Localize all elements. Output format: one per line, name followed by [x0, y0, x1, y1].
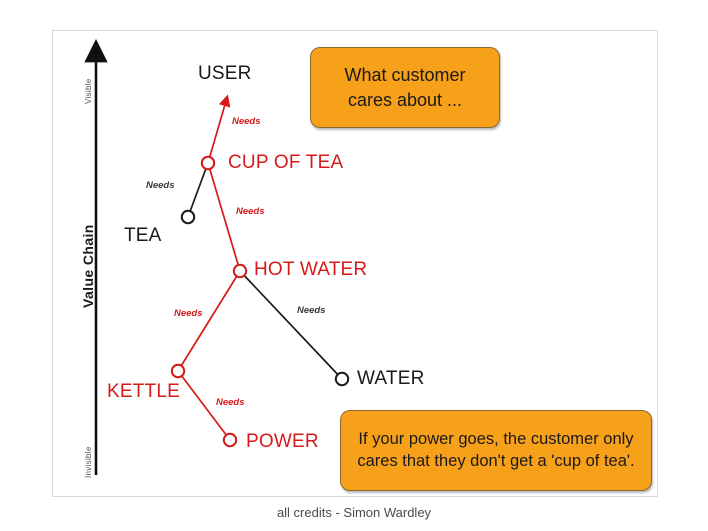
edge-label-water-hot-water: Needs: [297, 305, 326, 316]
axis-label-visible: Visible: [84, 78, 93, 104]
callout-what-customer-cares-about: What customer cares about ...: [310, 47, 500, 128]
credit-caption: all credits - Simon Wardley: [276, 505, 432, 520]
node-label-water: WATER: [357, 368, 425, 389]
edge-label-cup-of-tea-user: Needs: [232, 116, 261, 127]
node-label-hot-water: HOT WATER: [254, 259, 368, 280]
callout-power-goes: If your power goes, the customer only ca…: [340, 410, 652, 491]
axis-title-value-chain: Value Chain: [80, 224, 96, 308]
edge-label-kettle-hot-water: Needs: [174, 308, 203, 319]
axis-label-invisible: Invisible: [84, 446, 93, 478]
node-label-power: POWER: [246, 431, 319, 452]
edge-label-power-kettle: Needs: [216, 397, 245, 408]
node-label-user: USER: [198, 63, 252, 84]
node-label-kettle: KETTLE: [107, 381, 180, 402]
edge-label-tea-cup-of-tea: Needs: [146, 180, 175, 191]
node-label-cup-of-tea: CUP OF TEA: [228, 152, 344, 173]
node-label-tea: TEA: [124, 225, 162, 246]
edge-label-hot-water-cup-of-tea: Needs: [236, 206, 265, 217]
